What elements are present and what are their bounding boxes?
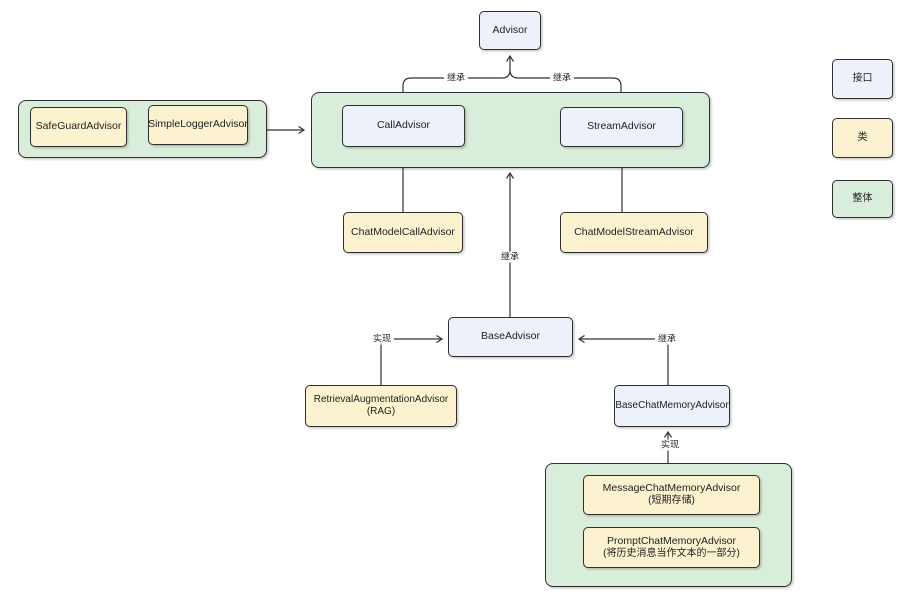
node-prompt-chat-memory-advisor: PromptChatMemoryAdvisor (将历史消息当作文本的一部分) [583,527,760,568]
node-base-chat-memory-advisor: BaseChatMemoryAdvisor [614,385,730,427]
edge-label-inherit-stream: 继承 [549,72,575,84]
node-label: SafeGuardAdvisor [35,120,122,133]
legend-interface: 接口 [832,59,893,99]
node-simple-logger-advisor: SimpleLoggerAdvisor [148,105,248,145]
node-label: ChatModelCallAdvisor [351,225,455,238]
node-label: BaseAdvisor [481,330,540,343]
node-label: CallAdvisor [376,119,431,132]
node-safe-guard-advisor: SafeGuardAdvisor [30,107,127,147]
edge-label-inherit-memory: 继承 [654,333,680,345]
edge-memory-to-base [577,334,669,385]
edge-label-inherit-call: 继承 [443,72,469,84]
edge-label-implement-rag: 实现 [369,333,395,345]
legend-group: 整体 [832,180,893,218]
node-label: RetrievalAugmentationAdvisor [313,393,449,405]
node-advisor: Advisor [479,11,541,50]
edge-rag-to-base [380,334,444,385]
node-label: StreamAdvisor [587,120,656,133]
legend-label: 类 [857,131,868,143]
node-base-advisor: BaseAdvisor [448,317,573,357]
node-sublabel: (RAG) [366,406,396,417]
node-retrieval-augmentation-advisor: RetrievalAugmentationAdvisor (RAG) [305,385,457,427]
node-sublabel: (将历史消息当作文本的一部分) [603,547,740,559]
node-sublabel: (短期存储) [648,495,695,507]
node-label: SimpleLoggerAdvisor [148,118,248,131]
edge-label-implement-memory: 实现 [657,439,683,451]
node-label: MessageChatMemoryAdvisor [602,482,741,495]
node-stream-advisor: StreamAdvisor [560,107,683,147]
edge-label-inherit-base: 继承 [497,251,523,263]
node-message-chat-memory-advisor: MessageChatMemoryAdvisor (短期存储) [583,475,760,515]
node-label: Advisor [492,23,528,36]
node-label: ChatModelStreamAdvisor [574,225,694,238]
node-label: BaseChatMemoryAdvisor [615,399,729,411]
node-label: PromptChatMemoryAdvisor [607,534,736,547]
node-chat-model-stream-advisor: ChatModelStreamAdvisor [560,212,708,253]
node-call-advisor: CallAdvisor [342,105,465,147]
legend-label: 接口 [852,72,873,84]
legend-label: 整体 [852,192,873,204]
node-chat-model-call-advisor: ChatModelCallAdvisor [343,212,463,253]
legend-class: 类 [832,118,893,158]
edge-stream-to-advisor [509,69,622,107]
